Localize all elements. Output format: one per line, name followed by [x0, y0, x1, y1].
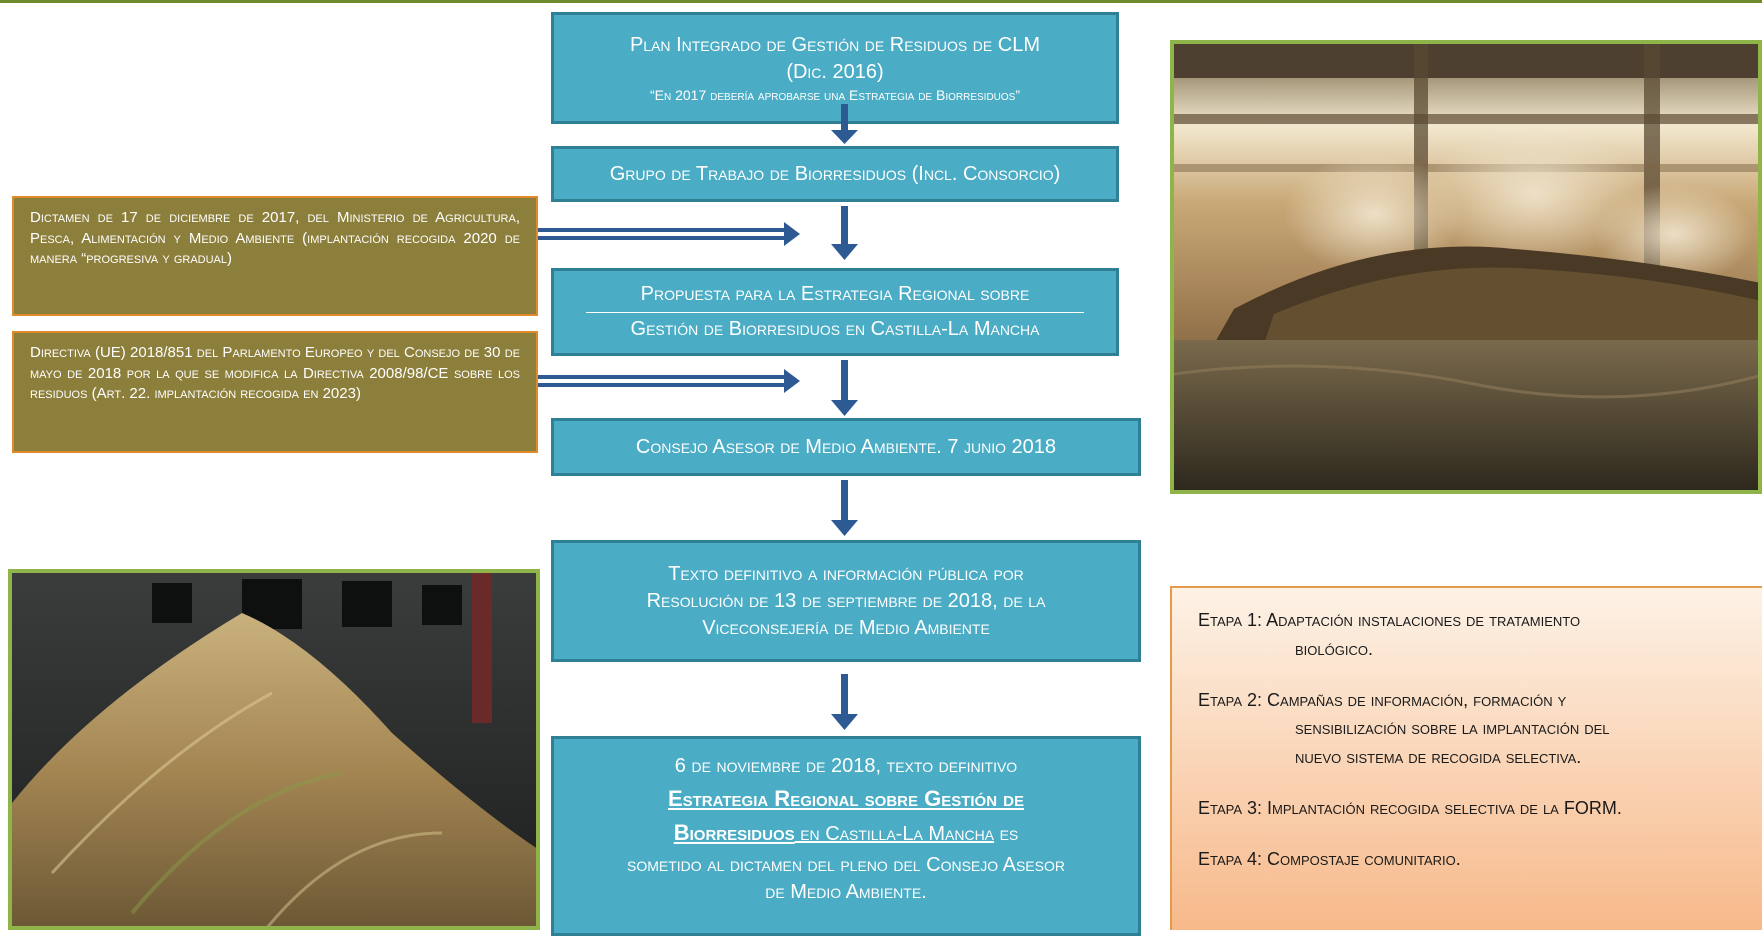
photo-compost-shed: [1170, 40, 1762, 494]
etapa-2-cont-1: sensibilización sobre la implantación de…: [1295, 718, 1610, 739]
plan-title: Plan Integrado de Gestión de Residuos de…: [629, 33, 1041, 56]
texto-definitivo-box: Texto definitivo a información pública p…: [551, 540, 1141, 662]
estrategia-date-line: 6 de noviembre de 2018, texto definitivo: [674, 755, 1018, 777]
etapa-2-label: Etapa 2:: [1198, 689, 1268, 710]
etapa-2-text: Campañas de información, formación y: [1267, 689, 1567, 710]
down-arrow-3: [831, 360, 858, 416]
grupo-trabajo-box: Grupo de Trabajo de Biorresiduos (Incl. …: [551, 146, 1119, 202]
consejo-asesor-label: Consejo Asesor de Medio Ambiente. 7 juni…: [635, 435, 1057, 458]
top-rule: [0, 0, 1762, 3]
etapa-1-label: Etapa 1:: [1198, 610, 1267, 630]
etapa-2-cont-2: nuevo sistema de recogida selectiva.: [1295, 747, 1582, 768]
plan-quote: “En 2017 debería aprobarse una Estrategi…: [649, 86, 1021, 103]
texto-line1: Texto definitivo a información pública p…: [668, 562, 1024, 585]
estrategia-title-bold: Estrategia Regional sobre Gestión de: [667, 786, 1025, 811]
texto-line3: Viceconsejería de Medio Ambiente: [702, 616, 990, 639]
plan-integrado-box: Plan Integrado de Gestión de Residuos de…: [551, 12, 1119, 124]
estrategia-line5: de Medio Ambiente.: [765, 881, 927, 903]
photo-compost-pile: [8, 569, 540, 930]
etapa-4: Etapa 4: Compostaje comunitario.: [1198, 845, 1762, 874]
etapa-1: Etapa 1: Adaptación instalaciones de tra…: [1198, 606, 1762, 664]
directiva-text: Directiva (UE) 2018/851 del Parlamento E…: [30, 344, 520, 403]
consejo-asesor-box: Consejo Asesor de Medio Ambiente. 7 juni…: [551, 418, 1141, 476]
estrategia-es: es: [994, 823, 1019, 845]
estrategia-region: en Castilla-La Mancha: [794, 823, 995, 845]
directiva-note: Directiva (UE) 2018/851 del Parlamento E…: [12, 331, 538, 453]
propuesta-line2: Gestión de Biorresiduos en Castilla-La M…: [630, 318, 1040, 340]
estrategia-line4: sometido al dictamen del pleno del Conse…: [627, 854, 1065, 876]
propuesta-divider: [585, 312, 1085, 313]
grupo-trabajo-label: Grupo de Trabajo de Biorresiduos (Incl. …: [609, 162, 1061, 185]
etapa-3-text: Implantación recogida selectiva de la FO…: [1267, 797, 1622, 818]
propuesta-box: Propuesta para la Estrategia Regional so…: [551, 268, 1119, 356]
dictamen-note: Dictamen de 17 de diciembre de 2017, del…: [12, 196, 538, 316]
dictamen-text: Dictamen de 17 de diciembre de 2017, del…: [30, 209, 520, 268]
propuesta-line1: Propuesta para la Estrategia Regional so…: [640, 283, 1030, 305]
etapa-2: Etapa 2: Campañas de información, formac…: [1198, 686, 1762, 772]
down-arrow-4: [831, 480, 858, 536]
etapa-1-text: Adaptación instalaciones de tratamiento: [1266, 610, 1581, 630]
estrategia-final-box: 6 de noviembre de 2018, texto definitivo…: [551, 736, 1141, 936]
etapa-4-label: Etapa 4:: [1198, 848, 1268, 869]
etapa-3-label: Etapa 3:: [1198, 797, 1268, 818]
right-arrow-directiva: [538, 369, 800, 393]
plan-date: (Dic. 2016): [786, 60, 884, 83]
down-arrow-5: [831, 674, 858, 730]
estrategia-title-bold-2: Biorresiduos: [673, 820, 795, 845]
etapa-3: Etapa 3: Implantación recogida selectiva…: [1198, 794, 1762, 823]
down-arrow-2: [831, 206, 858, 260]
etapa-4-text: Compostaje comunitario.: [1267, 848, 1461, 869]
right-arrow-dictamen: [538, 222, 800, 246]
texto-line2: Resolución de 13 de septiembre de 2018, …: [646, 589, 1046, 612]
etapas-panel: Etapa 1: Adaptación instalaciones de tra…: [1170, 586, 1762, 930]
etapa-1-cont: biológico.: [1295, 638, 1373, 659]
